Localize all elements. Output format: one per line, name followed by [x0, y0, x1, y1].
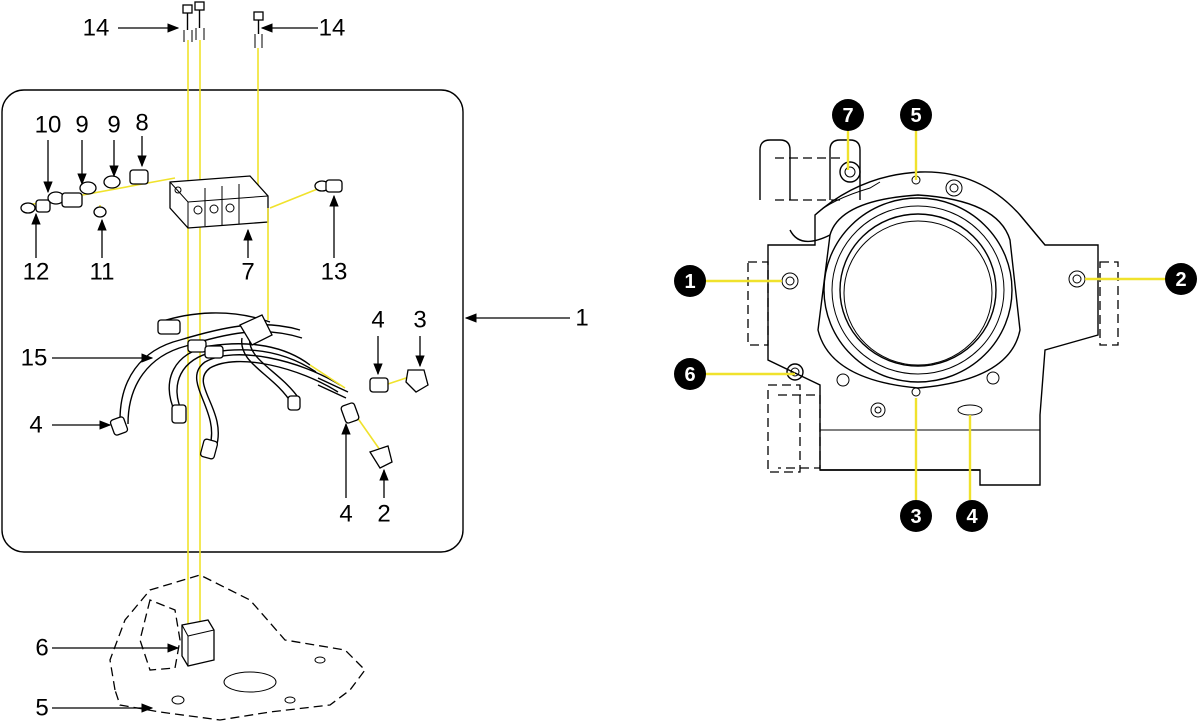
callout-4-lower: 4 — [339, 501, 352, 528]
port-badge-2: 2 — [1165, 263, 1197, 295]
svg-text:5: 5 — [910, 105, 921, 127]
callout-4-upper: 4 — [371, 307, 384, 334]
callout-4-left: 4 — [29, 412, 42, 439]
block-6 — [181, 619, 215, 667]
callout-6: 6 — [35, 635, 48, 662]
svg-text:6: 6 — [684, 364, 695, 386]
callout-13: 13 — [321, 259, 348, 286]
callout-14-right: 14 — [319, 15, 346, 42]
housing-dashed-parts — [747, 261, 1119, 473]
housing-bore — [781, 175, 1086, 418]
kit-outline-box — [1, 89, 464, 553]
callout-2: 2 — [377, 501, 390, 528]
svg-text:4: 4 — [966, 506, 978, 528]
port-badge-4: 4 — [956, 500, 988, 532]
callout-1: 1 — [575, 305, 588, 332]
port-leaders — [705, 130, 1165, 500]
svg-text:2: 2 — [1175, 269, 1186, 291]
loose-fittings — [340, 369, 429, 469]
port-badge-6: 6 — [674, 358, 706, 390]
bolt-group-left — [182, 1, 205, 42]
callout-7: 7 — [241, 259, 254, 286]
bolt-group-right — [253, 11, 264, 48]
fitting-13 — [314, 179, 343, 193]
svg-text:7: 7 — [842, 105, 853, 127]
callout-11: 11 — [90, 259, 115, 286]
callout-3: 3 — [413, 307, 426, 334]
housing-top-bracket — [759, 139, 861, 243]
mounting-plate — [109, 574, 366, 721]
callout-15: 15 — [21, 345, 48, 372]
callout-14-left: 14 — [83, 15, 110, 42]
callout-labels: 14 14 10 9 9 8 12 11 7 13 1 4 3 15 4 4 2… — [21, 15, 589, 722]
fittings-row — [20, 169, 321, 218]
port-badge-7: 7 — [832, 99, 864, 131]
distributor-block — [169, 175, 269, 229]
exploded-view: 14 14 10 9 9 8 12 11 7 13 1 4 3 15 4 4 2… — [1, 1, 589, 722]
callout-8: 8 — [135, 110, 148, 137]
callout-9-second: 9 — [107, 112, 120, 139]
port-badge-1: 1 — [674, 265, 706, 297]
port-badge-3: 3 — [900, 500, 932, 532]
callout-9-first: 9 — [75, 112, 88, 139]
svg-text:3: 3 — [910, 506, 921, 528]
callout-5: 5 — [35, 695, 48, 722]
svg-text:1: 1 — [684, 271, 695, 293]
housing-body — [767, 171, 1099, 486]
callout-leaders — [31, 23, 570, 713]
hose-bundle — [109, 312, 413, 460]
port-badge-5: 5 — [900, 99, 932, 131]
housing-view: 7 5 1 2 6 3 4 — [674, 99, 1197, 532]
callout-10: 10 — [35, 112, 62, 139]
callout-12: 12 — [23, 259, 50, 286]
